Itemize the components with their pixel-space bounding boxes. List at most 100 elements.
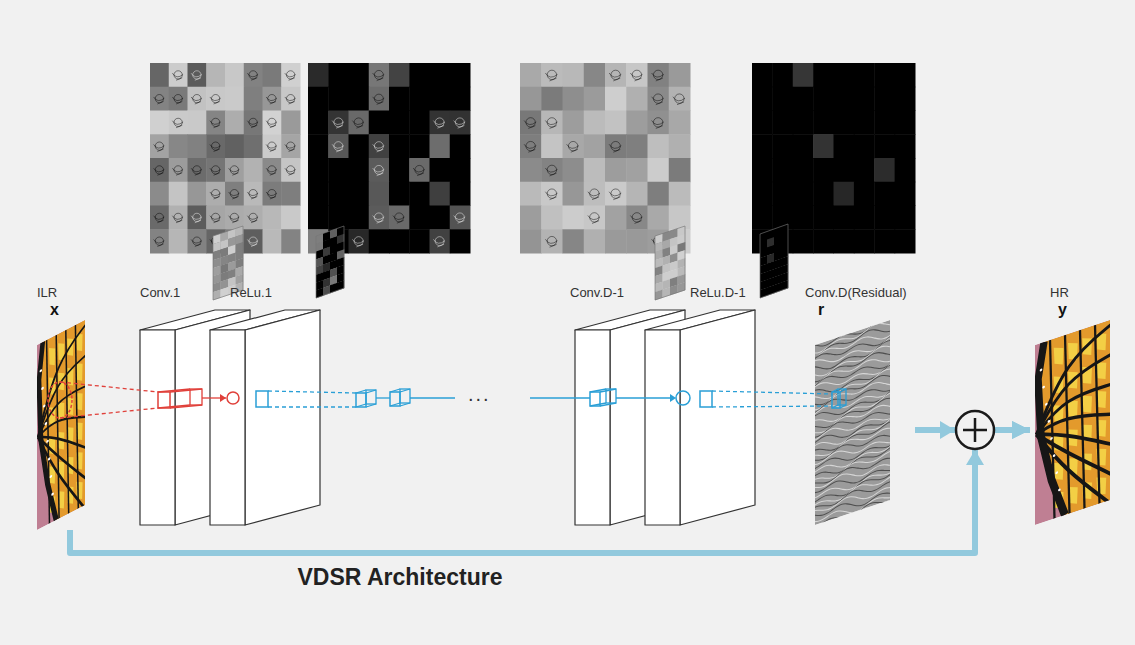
feature-cell	[854, 229, 875, 253]
feature-cell	[188, 182, 207, 206]
feature-cell	[308, 111, 329, 135]
kernel-line	[366, 390, 376, 393]
feature-texture	[630, 213, 642, 224]
residual-texture	[815, 320, 890, 350]
feature-cell	[541, 229, 563, 253]
kernel-arrow	[220, 394, 226, 402]
feature-cell	[206, 87, 225, 111]
wing-spot	[1048, 420, 1051, 423]
feature-cell	[281, 87, 300, 111]
feature-cell	[895, 87, 916, 111]
block-face	[175, 310, 250, 525]
wing-vein	[1037, 353, 1111, 435]
feature-texture	[210, 166, 221, 175]
feature-cell	[349, 229, 370, 253]
wing-spot	[43, 404, 46, 408]
feature-cell	[669, 134, 691, 158]
feature-cell	[669, 63, 691, 87]
thumbnail-border	[655, 226, 685, 300]
residual-texture	[815, 340, 890, 375]
kernel-cube	[606, 389, 616, 403]
diagram-title: VDSR Architecture	[200, 564, 600, 591]
feature-cell	[188, 229, 207, 253]
residual-map-shape	[800, 285, 915, 530]
kernel-cube	[838, 389, 846, 405]
feature-cell	[834, 134, 855, 158]
feature-cell	[409, 87, 430, 111]
feature-cell	[369, 182, 390, 206]
block-face	[140, 330, 175, 525]
feature-cell	[308, 182, 329, 206]
feature-thumbnail	[316, 226, 344, 298]
feature-cell	[854, 182, 875, 206]
feature-texture	[373, 142, 385, 152]
wing-cell	[1082, 393, 1092, 416]
layer-label: Conv.1	[140, 285, 180, 301]
feature-cell	[349, 111, 370, 135]
feature-cell	[328, 182, 349, 206]
feature-cell	[752, 111, 773, 135]
feature-thumbnail	[655, 226, 685, 300]
feature-cell	[369, 111, 390, 135]
kernel-line	[832, 389, 838, 392]
feature-cell	[281, 182, 300, 206]
wing-cell	[1054, 345, 1064, 368]
feature-cell	[244, 182, 263, 206]
feature-cell	[563, 182, 585, 206]
feature-texture	[191, 95, 202, 104]
sum-circle	[956, 411, 994, 449]
residual-texture	[815, 463, 890, 497]
block-face	[610, 310, 685, 525]
kernel-line	[170, 389, 202, 392]
wing-vein	[1080, 329, 1085, 511]
feature-cell	[328, 111, 349, 135]
feature-cell	[281, 111, 300, 135]
kernel-line	[60, 408, 158, 418]
feature-cell	[308, 134, 329, 158]
feature-texture	[154, 166, 165, 175]
feature-cell	[793, 63, 814, 87]
feature-texture	[247, 71, 258, 80]
feature-cell	[874, 134, 895, 158]
feature-cell	[541, 63, 563, 87]
feature-cell	[563, 87, 585, 111]
feature-texture	[210, 118, 221, 127]
feature-cell	[669, 111, 691, 135]
feature-texture	[433, 118, 445, 128]
feature-cell	[874, 206, 895, 230]
feature-cell	[369, 158, 390, 182]
feature-cell	[648, 87, 670, 111]
kernel-cube	[590, 392, 600, 406]
feature-cell	[772, 111, 793, 135]
wing-vein	[1095, 324, 1100, 506]
feature-cell	[605, 63, 627, 87]
feature-cell	[263, 134, 282, 158]
feature-texture	[352, 118, 364, 128]
receptive-field	[48, 382, 72, 418]
feature-cell	[669, 182, 691, 206]
feature-cell	[813, 229, 834, 253]
feature-cell	[281, 158, 300, 182]
feature-cell	[150, 158, 169, 182]
feature-cell	[450, 111, 471, 135]
feature-texture	[154, 142, 165, 151]
kernel-cube	[190, 389, 202, 405]
feature-cell	[793, 158, 814, 182]
block-face	[575, 330, 610, 525]
feature-cell	[263, 111, 282, 135]
illustration-part	[811, 316, 891, 535]
variable-name: x	[50, 301, 59, 319]
feature-cell	[584, 229, 606, 253]
feature-cell	[813, 87, 834, 111]
feature-cell	[409, 134, 430, 158]
kernel-line	[202, 397, 226, 398]
block-face	[245, 310, 320, 525]
kernel-cube	[832, 392, 840, 408]
feature-cell	[626, 87, 648, 111]
kernel-line	[356, 390, 366, 393]
wing-border	[39, 335, 56, 529]
thumbnail-border	[316, 226, 344, 298]
feature-cell	[225, 111, 244, 135]
feature-cell	[520, 134, 542, 158]
kernel-line	[590, 403, 606, 406]
